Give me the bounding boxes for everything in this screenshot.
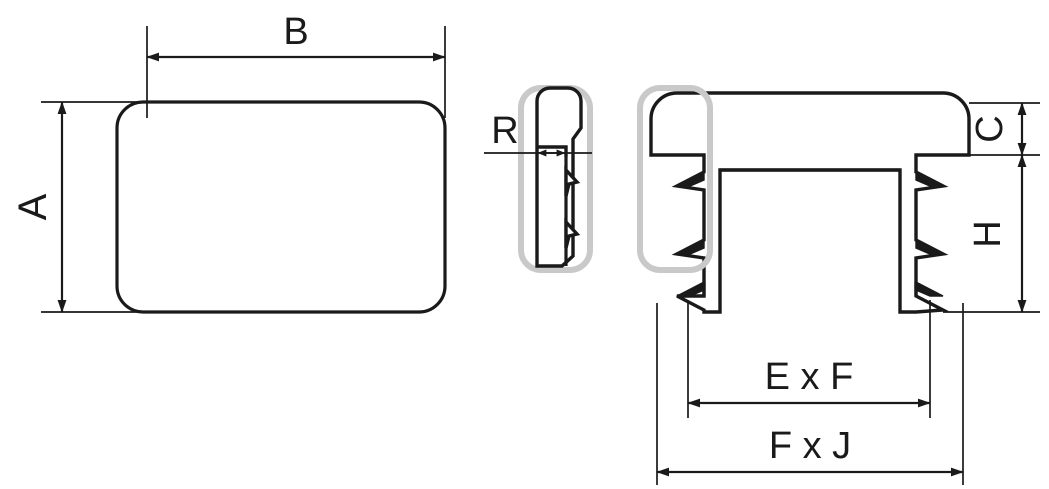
section-left-barb-2 bbox=[676, 238, 705, 255]
front-view: B A bbox=[11, 11, 447, 314]
section-right-barb-1 bbox=[915, 170, 944, 187]
detail-body-outline bbox=[535, 86, 583, 268]
cap-face-outline bbox=[115, 100, 447, 314]
detail-barb-lower bbox=[564, 217, 581, 249]
dim-label-r: R bbox=[491, 110, 518, 152]
dim-label-h: H bbox=[967, 220, 1009, 247]
dim-label-fj: F x J bbox=[769, 425, 851, 467]
section-highlight-frame bbox=[637, 85, 713, 273]
section-left-barb-1 bbox=[676, 170, 705, 187]
detail-view: R bbox=[484, 85, 593, 273]
dim-label-a: A bbox=[11, 193, 55, 220]
section-right-barb-2 bbox=[915, 238, 944, 255]
dim-label-ef: E x F bbox=[765, 356, 854, 398]
section-view: C H E x F F x J bbox=[637, 85, 1040, 485]
dim-label-b: B bbox=[283, 11, 308, 53]
detail-barb-upper bbox=[564, 165, 581, 197]
dim-label-c: C bbox=[969, 115, 1011, 142]
